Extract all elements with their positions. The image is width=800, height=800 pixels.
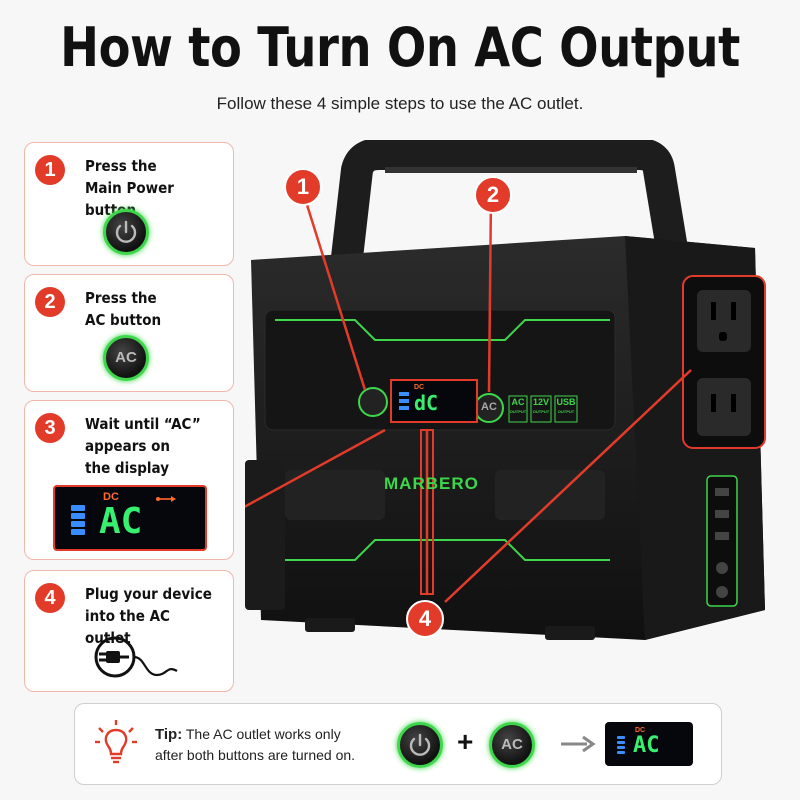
step-number: 2 [35,287,65,317]
step-card-3: 3 Wait until “AC” appears on the display… [24,400,234,560]
page-subtitle: Follow these 4 simple steps to use the A… [216,94,584,113]
lightbulb-icon [95,720,137,764]
plus-sign: + [457,726,474,757]
power-station-illustration [245,140,766,640]
step-number: 3 [35,413,65,443]
display-ac-label: AC [99,501,143,542]
step-number: 4 [35,583,65,613]
display-preview: DC AC [53,485,207,551]
ac-button-icon: AC [103,335,149,381]
callout-4: 4 [406,600,444,638]
tip-ac-button-icon: AC [489,722,535,768]
battery-bars-icon [71,505,85,537]
display-dc-small: DC [414,384,425,391]
step-card-1: 1 Press the Main Power button [24,142,234,266]
device-ac-button-label: AC [481,401,497,413]
callout-1: 1 [284,168,322,206]
power-icon [115,220,137,243]
step-number: 1 [35,155,65,185]
callout-2: 2 [474,176,512,214]
usb-icon [156,496,176,502]
step-text: Plug your device into the AC outlet [85,585,212,647]
tip-label: Tip: [155,726,183,743]
tip-box: Tip: The AC outlet works only after both… [74,703,722,785]
power-icon [409,733,431,756]
plug-icon [94,636,178,678]
display-ac-small: dC [414,391,439,415]
display-dc-label: DC [103,491,119,503]
tip-power-button-icon [397,722,443,768]
power-button-icon [103,209,149,255]
step-text: Press the Main Power button [85,157,174,219]
step-text: Wait until “AC” appears on the display [85,415,201,477]
step-text: Press the AC button [85,289,162,329]
arrow-right-icon [561,735,596,753]
step-card-2: 2 Press the AC button AC [24,274,234,392]
tip-text: Tip: The AC outlet works only after both… [155,726,356,763]
step-card-4: 4 Plug your device into the AC outlet [24,570,234,692]
tip-display-preview: DC AC [605,722,693,766]
page-title: How to Turn On AC Output [60,16,740,79]
brand-logo: MARBERO [384,474,479,493]
